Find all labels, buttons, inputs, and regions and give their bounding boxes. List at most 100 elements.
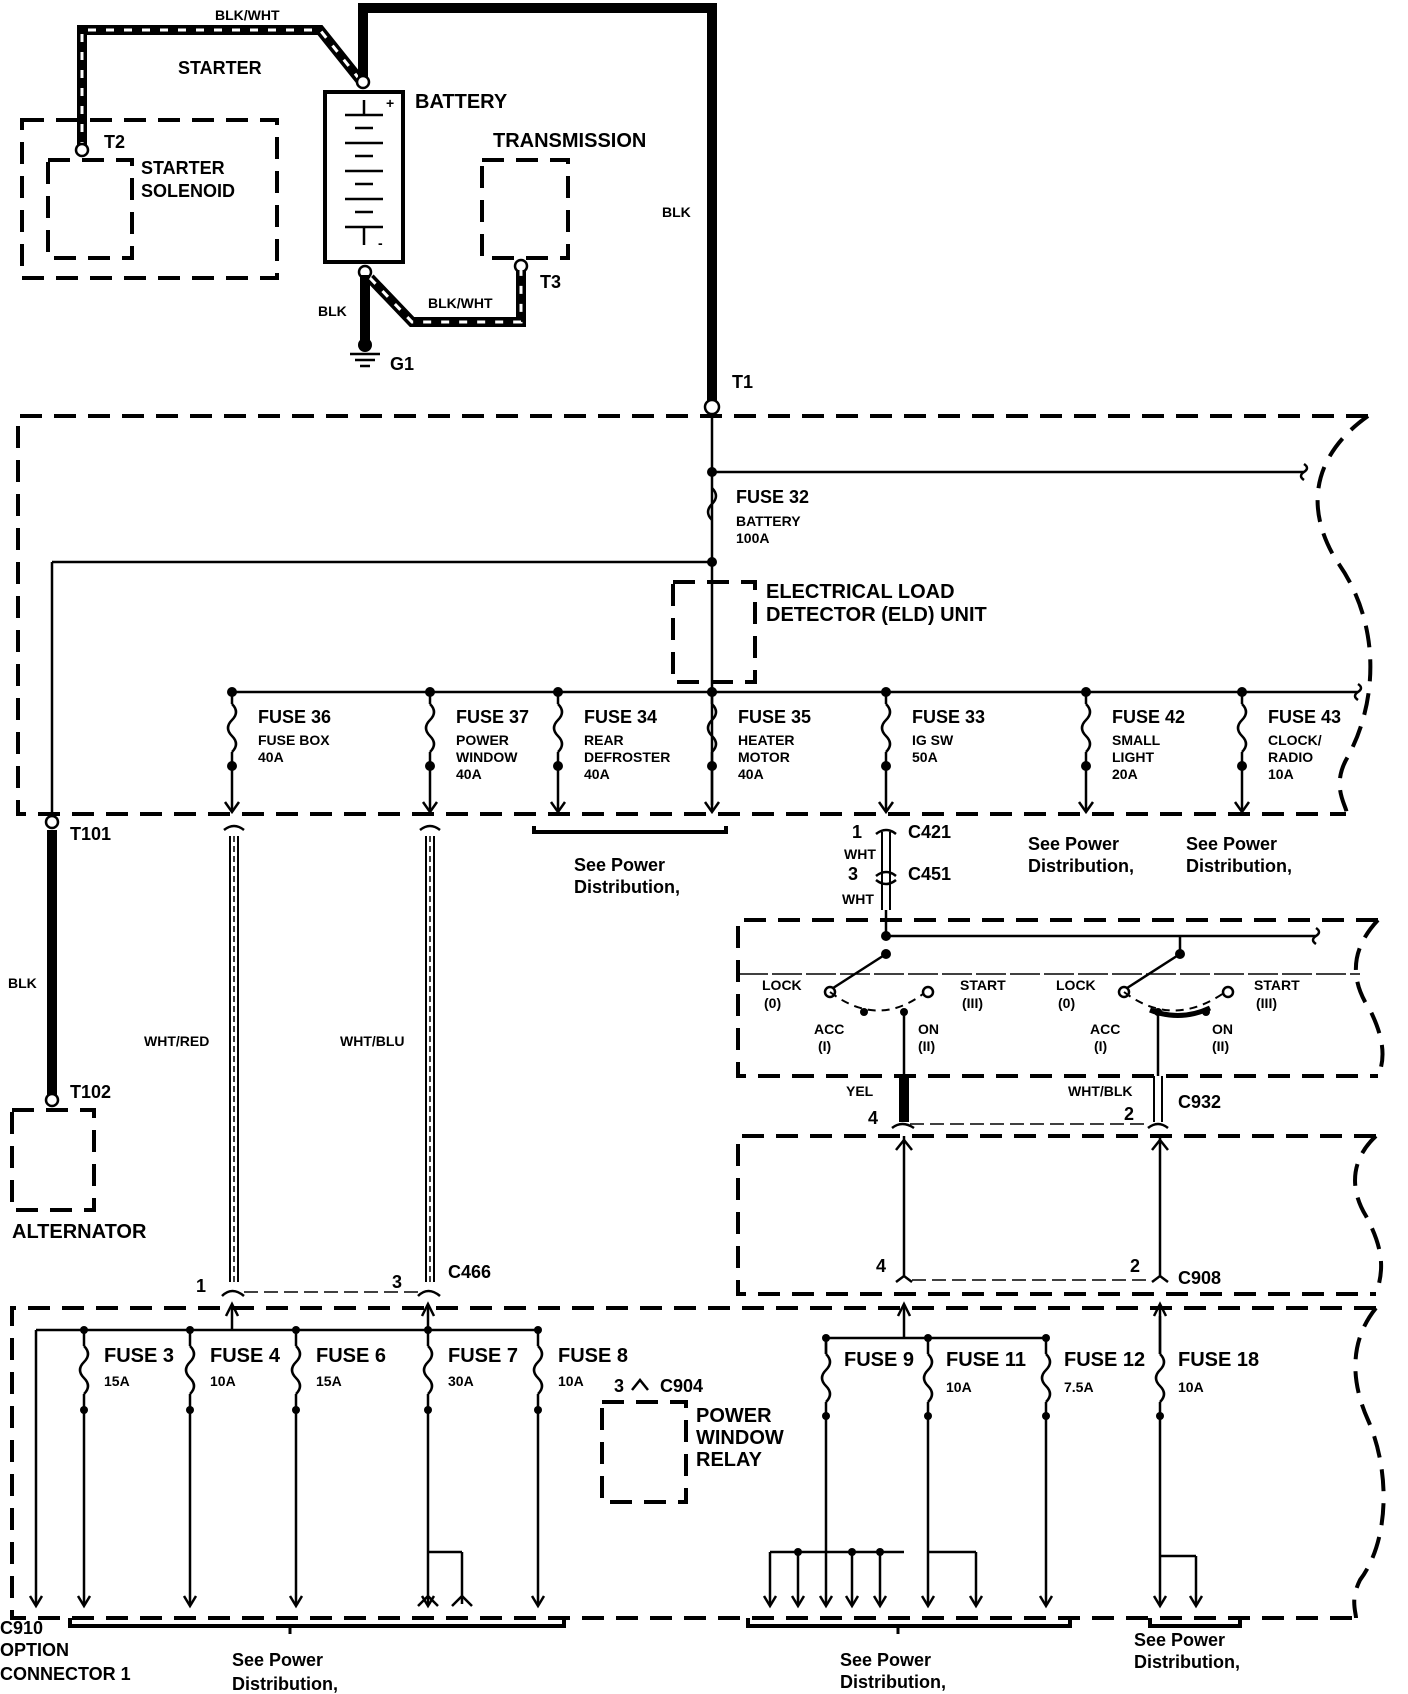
underhood-fuse-name-1: FUSE BOX	[258, 732, 330, 748]
c421-label: C421	[908, 822, 951, 842]
eld-unit-box	[671, 580, 757, 684]
c908-label: C908	[1178, 1268, 1221, 1288]
dash-fuse-label: FUSE 6	[316, 1345, 386, 1367]
battery-minus: -	[378, 235, 383, 251]
alternator-box	[10, 1108, 96, 1212]
ignition-switch-box	[736, 918, 1378, 1078]
ignition-switch-2	[1117, 949, 1235, 1076]
underhood-fuse-amp: 40A	[738, 766, 764, 782]
underhood-fuse-amp: 40A	[258, 749, 284, 765]
alternator-label: ALTERNATOR	[12, 1221, 147, 1243]
t1-label: T1	[732, 372, 753, 392]
see-power-b-line-1: See Power	[840, 1650, 931, 1670]
see-power-3-line-2: Distribution,	[1186, 856, 1292, 876]
wht-blk-wire	[1153, 1076, 1163, 1122]
c910-label-3: CONNECTOR 1	[0, 1664, 131, 1684]
underhood-fuse-name-2: DEFROSTER	[584, 749, 670, 765]
fuse-32-name: BATTERY	[736, 513, 801, 529]
starter-section: BLK/WHT STARTER BLK T2 STARTER SOLENOID …	[20, 3, 753, 416]
underhood-fuse-label: FUSE 42	[1112, 707, 1185, 727]
c904-pin: 3	[614, 1376, 624, 1396]
fuse-32-amp: 100A	[736, 530, 769, 546]
ignition-switch-section: 1 C421 WHT 3 C451 WHT LOCK (0) ACC (I) O…	[736, 822, 1385, 1296]
wht-blu-wire	[425, 836, 435, 1282]
underhood-fuse-name-2: LIGHT	[1112, 749, 1154, 765]
underhood-fuse-name-2: MOTOR	[738, 749, 790, 765]
battery-icon	[323, 90, 405, 264]
underhood-fuse-label: FUSE 33	[912, 707, 985, 727]
c466-label: C466	[448, 1262, 491, 1282]
wire-label-blk-wht-bottom: BLK/WHT	[428, 295, 493, 311]
eld-label-1: ELECTRICAL LOAD	[766, 581, 955, 603]
on-label-2: ON	[1212, 1021, 1233, 1037]
transmission-box	[480, 158, 570, 260]
t2-terminal	[74, 142, 90, 158]
starter-solenoid-box	[46, 158, 134, 260]
dash-fuse-label: FUSE 8	[558, 1345, 628, 1367]
underhood-box-break-edge	[1315, 414, 1373, 816]
see-power-1-line-1: See Power	[574, 855, 665, 875]
pin-3: 3	[848, 864, 858, 884]
see-power-2-line-1: See Power	[1028, 834, 1119, 854]
dash-fuse-label: FUSE 11	[946, 1349, 1026, 1371]
c466-pin-3: 3	[392, 1272, 402, 1292]
wht-label-1: WHT	[844, 846, 876, 862]
lock-label-1: LOCK	[762, 977, 802, 993]
dash-fuse-amp: 10A	[1178, 1379, 1204, 1395]
wire-label-blk-wht-top: BLK/WHT	[215, 7, 280, 23]
transmission-label: TRANSMISSION	[493, 130, 646, 152]
starter-solenoid-label-1: STARTER	[141, 158, 225, 178]
acc-label-2: ACC	[1090, 1021, 1120, 1037]
dash-fuse-label: FUSE 12	[1064, 1349, 1145, 1371]
c932-label: C932	[1178, 1092, 1221, 1112]
battery-label: BATTERY	[415, 91, 508, 113]
see-power-c-line-1: See Power	[1134, 1630, 1225, 1650]
see-power-1-line-2: Distribution,	[574, 877, 680, 897]
underhood-fuse-amp: 40A	[456, 766, 482, 782]
underhood-fuse-name-1: POWER	[456, 732, 509, 748]
pin-2b: 2	[1130, 1256, 1140, 1276]
connector-c421-c451	[875, 828, 897, 910]
start-label-2: START	[1254, 977, 1300, 993]
dash-fuse-6: FUSE 6 15A	[288, 1326, 386, 1609]
dash-fuse-amp: 10A	[210, 1373, 236, 1389]
power-window-relay-2: WINDOW	[696, 1427, 784, 1449]
dash-fuse-label: FUSE 4	[210, 1345, 281, 1367]
t3-label: T3	[540, 272, 561, 292]
dash-fuse-amp: 15A	[316, 1373, 342, 1389]
dash-fuse-label: FUSE 7	[448, 1345, 518, 1367]
underhood-fuse-name-1: REAR	[584, 732, 624, 748]
underhood-fuse-name-1: IG SW	[912, 732, 954, 748]
fuse-32-label: FUSE 32	[736, 487, 809, 507]
underhood-fuse-amp: 50A	[912, 749, 938, 765]
dash-fuse-amp: 10A	[946, 1379, 972, 1395]
dash-fuse-9: FUSE 9	[818, 1334, 914, 1609]
dash-fuse-label: FUSE 9	[844, 1349, 914, 1371]
power-window-relay-3: RELAY	[696, 1449, 763, 1471]
start-n-label-1: (III)	[962, 995, 983, 1011]
c466-pin-1: 1	[196, 1276, 206, 1296]
see-power-a-line-1: See Power	[232, 1650, 323, 1670]
underhood-fuse-name-1: SMALL	[1112, 732, 1161, 748]
t102-label: T102	[70, 1082, 111, 1102]
see-power-3-line-1: See Power	[1186, 834, 1277, 854]
underhood-fuse-name-2: WINDOW	[456, 749, 518, 765]
starter-solenoid-label-2: SOLENOID	[141, 181, 235, 201]
pin-4a: 4	[868, 1108, 878, 1128]
wht-blk-label: WHT/BLK	[1068, 1083, 1133, 1099]
dash-fuse-label: FUSE 3	[104, 1345, 174, 1367]
dash-box-outline	[10, 1306, 1376, 1620]
see-power-c-line-2: Distribution,	[1134, 1652, 1240, 1672]
on-n-label-1: (II)	[918, 1038, 935, 1054]
underhood-fuse-amp: 40A	[584, 766, 610, 782]
dash-fuse-label: FUSE 18	[1178, 1349, 1259, 1371]
underhood-fuse-label: FUSE 36	[258, 707, 331, 727]
alternator-section: BLK T102 ALTERNATOR WHT/RED WHT/BLU	[8, 824, 441, 1282]
power-window-relay-box	[600, 1400, 688, 1504]
dash-fuse-amp: 10A	[558, 1373, 584, 1389]
